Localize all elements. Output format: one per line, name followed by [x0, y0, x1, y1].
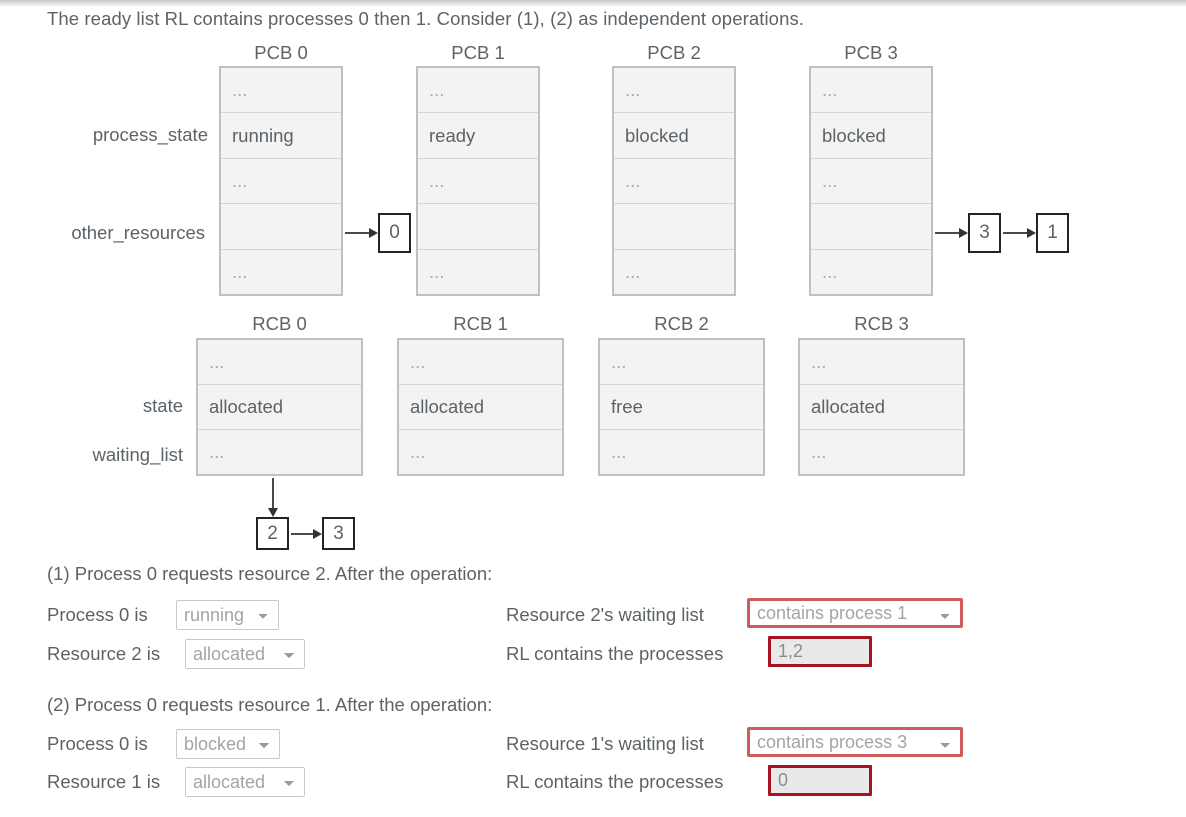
pcb-1-cell-2: ...: [418, 158, 538, 205]
q2-rl-input[interactable]: [768, 765, 872, 796]
pcb-1-cell-1: ready: [418, 113, 538, 159]
q1-resource-state-select[interactable]: allocatedfree: [185, 639, 305, 669]
rcb-0-waiting-line: [272, 478, 274, 510]
q2-resource-state-select[interactable]: allocatedfree: [185, 767, 305, 797]
rcb-1-title: RCB 1: [453, 313, 508, 334]
pcb-3-list-node-1: 1: [1036, 213, 1069, 253]
q1-rl-input[interactable]: [768, 636, 872, 667]
rcb-0-waiting-node-link-arrowhead: [313, 529, 322, 539]
rcb-0-cell-1: allocated: [198, 385, 361, 430]
pcb-1-cell-4: ...: [418, 249, 538, 295]
q1-waiting-list-label: Resource 2's waiting list: [506, 604, 704, 625]
rcb-0-waiting-node-1: 3: [322, 517, 355, 550]
pcb-3-cell-4: ...: [811, 249, 931, 295]
pcb-2-cell-3: [614, 204, 734, 250]
pcb-2-cell-4: ...: [614, 249, 734, 295]
q1-process-label: Process 0 is: [47, 604, 148, 625]
rcb-2-title: RCB 2: [654, 313, 709, 334]
pcb-2-cell-1: blocked: [614, 113, 734, 159]
pcb-0-title: PCB 0: [254, 42, 308, 63]
pcb-0-cell-0: ...: [221, 68, 341, 114]
rcb-2-cell-0: ...: [600, 340, 763, 385]
rcb-2-cell-2: ...: [600, 430, 763, 474]
q2-resource-label: Resource 1 is: [47, 771, 161, 792]
pcb-1-cell-0: ...: [418, 68, 538, 114]
q1-resource-label: Resource 2 is: [47, 643, 161, 664]
pcb-2-cell-2: ...: [614, 158, 734, 205]
rcb-3-title: RCB 3: [854, 313, 909, 334]
rcb-0-cell-2: ...: [198, 430, 361, 474]
pcb-3-cell-2: ...: [811, 158, 931, 205]
intro-text: The ready list RL contains processes 0 t…: [47, 8, 805, 29]
scroll-shadow: [0, 0, 1186, 7]
pcb-0-cell-1: running: [221, 113, 341, 159]
label-process-state: process_state: [92, 124, 208, 145]
pcb-2-block: ... blocked ... ...: [612, 66, 736, 296]
pcb-3-list-node-0: 3: [968, 213, 1001, 253]
pcb-0-list-node-0: 0: [378, 213, 411, 253]
pcb-3-cell-0: ...: [811, 68, 931, 114]
pcb-3-link-arrowhead: [959, 228, 968, 238]
pcb-2-cell-0: ...: [614, 68, 734, 114]
rcb-2-cell-1: free: [600, 385, 763, 430]
rcb-1-cell-0: ...: [399, 340, 562, 385]
rcb-0-waiting-arrowhead: [268, 508, 278, 517]
q1-waiting-list-select[interactable]: is emptycontains process 0contains proce…: [747, 598, 963, 628]
rcb-2-block: ... free ...: [598, 338, 765, 476]
q2-process-state-select[interactable]: runningreadyblocked: [176, 729, 280, 759]
rcb-0-title: RCB 0: [252, 313, 307, 334]
rcb-3-cell-0: ...: [800, 340, 963, 385]
pcb-3-node-link-line: [1003, 232, 1031, 234]
pcb-0-link-line: [345, 232, 373, 234]
rcb-0-block: ... allocated ...: [196, 338, 363, 476]
q1-rl-label: RL contains the processes: [506, 643, 724, 664]
pcb-3-title: PCB 3: [844, 42, 898, 63]
pcb-1-title: PCB 1: [451, 42, 505, 63]
rcb-0-waiting-node-link-line: [291, 533, 316, 535]
rcb-0-waiting-node-0: 2: [256, 517, 289, 550]
pcb-0-block: ... running ... ...: [219, 66, 343, 296]
q2-waiting-list-label: Resource 1's waiting list: [506, 733, 704, 754]
pcb-3-link-line: [935, 232, 963, 234]
rcb-3-cell-1: allocated: [800, 385, 963, 430]
q1-process-state-select[interactable]: runningreadyblocked: [176, 600, 279, 630]
rcb-0-cell-0: ...: [198, 340, 361, 385]
q2-process-label: Process 0 is: [47, 733, 148, 754]
pcb-1-cell-3: [418, 204, 538, 250]
pcb-3-cell-1: blocked: [811, 113, 931, 159]
pcb-3-node-link-arrowhead: [1027, 228, 1036, 238]
pcb-2-title: PCB 2: [647, 42, 701, 63]
pcb-0-cell-2: ...: [221, 158, 341, 205]
question-1-heading: (1) Process 0 requests resource 2. After…: [47, 563, 493, 584]
rcb-1-block: ... allocated ...: [397, 338, 564, 476]
q2-rl-label: RL contains the processes: [506, 771, 724, 792]
label-state: state: [142, 395, 183, 416]
rcb-3-block: ... allocated ...: [798, 338, 965, 476]
rcb-1-cell-1: allocated: [399, 385, 562, 430]
pcb-1-block: ... ready ... ...: [416, 66, 540, 296]
rcb-1-cell-2: ...: [399, 430, 562, 474]
pcb-0-link-arrowhead: [369, 228, 378, 238]
question-2-heading: (2) Process 0 requests resource 1. After…: [47, 694, 493, 715]
label-other-resources: other_resources: [71, 222, 205, 243]
pcb-3-block: ... blocked ... ...: [809, 66, 933, 296]
rcb-3-cell-2: ...: [800, 430, 963, 474]
pcb-0-cell-4: ...: [221, 249, 341, 295]
pcb-0-cell-3: [221, 204, 341, 250]
label-waiting-list: waiting_list: [92, 444, 184, 465]
pcb-3-cell-3: [811, 204, 931, 250]
q2-waiting-list-select[interactable]: is emptycontains process 0contains proce…: [747, 727, 963, 757]
